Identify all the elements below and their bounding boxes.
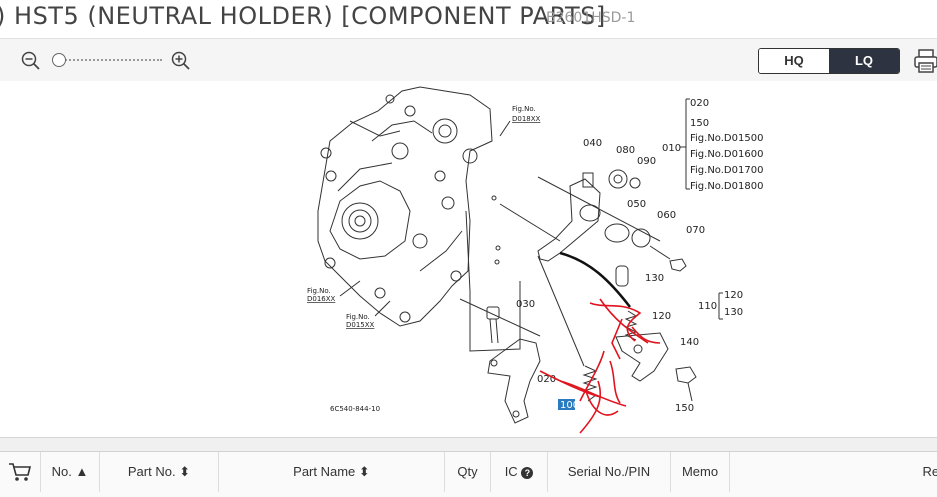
- svg-text:Fig.No.: Fig.No.: [512, 105, 536, 113]
- zoom-slider[interactable]: [52, 53, 162, 67]
- col-part-name[interactable]: Part Name ⬍: [219, 452, 445, 492]
- quality-toggle: HQ LQ: [758, 48, 900, 74]
- col-serial[interactable]: Serial No./PIN: [548, 452, 671, 492]
- sort-icon: ⬍: [179, 464, 191, 479]
- svg-text:6C540-844-10: 6C540-844-10: [330, 405, 380, 413]
- part-label-150[interactable]: 150: [675, 403, 694, 414]
- col-remarks[interactable]: Rem: [922, 464, 937, 479]
- cart-icon[interactable]: [8, 462, 32, 482]
- col-ic[interactable]: IC ?: [491, 452, 548, 492]
- part-label-040[interactable]: 040: [583, 138, 602, 149]
- parts-diagram[interactable]: 040 080 090 010 050 060 070 130 110 120 …: [0, 81, 937, 437]
- zoom-out-icon[interactable]: [21, 51, 41, 71]
- part-label-020[interactable]: 020: [537, 374, 556, 385]
- part-label-120[interactable]: 120: [652, 311, 671, 322]
- svg-text:Fig.No.: Fig.No.: [346, 313, 370, 321]
- help-icon[interactable]: ?: [521, 467, 534, 479]
- group-label-150: 150: [690, 118, 709, 129]
- group-label-020: 020: [690, 98, 709, 109]
- toolbar: HQ LQ: [0, 38, 937, 82]
- svg-text:Fig.No.D01500: Fig.No.D01500: [690, 133, 763, 144]
- part-label-080[interactable]: 080: [616, 145, 635, 156]
- part-label-090[interactable]: 090: [637, 156, 656, 167]
- part-label-110-120: 120: [724, 290, 743, 301]
- sort-asc-icon: ▲: [75, 464, 89, 479]
- part-label-010[interactable]: 010: [662, 143, 681, 154]
- print-icon[interactable]: [913, 48, 937, 74]
- diagram-svg: 040 080 090 010 050 060 070 130 110 120 …: [307, 86, 763, 434]
- svg-text:D018XX: D018XX: [512, 115, 541, 123]
- svg-text:Fig.No.: Fig.No.: [307, 287, 331, 295]
- part-label-110-130: 130: [724, 307, 743, 318]
- part-label-070[interactable]: 070: [686, 225, 705, 236]
- svg-text:Fig.No.D01600: Fig.No.D01600: [690, 149, 763, 160]
- part-label-060[interactable]: 060: [657, 210, 676, 221]
- title-bar: ) HST5 (NEUTRAL HOLDER) [COMPONENT PARTS…: [0, 0, 937, 38]
- panel-divider[interactable]: [0, 437, 937, 452]
- part-label-050[interactable]: 050: [627, 199, 646, 210]
- col-memo[interactable]: Memo: [671, 452, 730, 492]
- part-label-140[interactable]: 140: [680, 337, 699, 348]
- part-label-130[interactable]: 130: [645, 273, 664, 284]
- part-label-110[interactable]: 110: [698, 301, 717, 312]
- diagram-code: B2601HSD-1: [546, 10, 636, 26]
- col-cart: [0, 452, 41, 492]
- col-no[interactable]: No. ▲: [41, 452, 100, 492]
- col-part-no[interactable]: Part No. ⬍: [100, 452, 219, 492]
- parts-table-header: No. ▲ Part No. ⬍ Part Name ⬍ Qty IC ? Se…: [0, 451, 937, 497]
- lq-button[interactable]: LQ: [829, 49, 899, 73]
- part-label-100[interactable]: 100: [560, 400, 579, 411]
- sort-icon: ⬍: [358, 464, 370, 479]
- hq-button[interactable]: HQ: [759, 49, 829, 73]
- svg-text:Fig.No.D01800: Fig.No.D01800: [690, 181, 763, 192]
- svg-text:Fig.No.D01700: Fig.No.D01700: [690, 165, 763, 176]
- zoom-slider-handle[interactable]: [52, 53, 66, 67]
- part-label-030[interactable]: 030: [516, 299, 535, 310]
- svg-text:D015XX: D015XX: [346, 321, 375, 329]
- zoom-slider-track: [58, 59, 162, 63]
- zoom-in-icon[interactable]: [171, 51, 191, 71]
- svg-text:D016XX: D016XX: [307, 295, 336, 303]
- col-qty[interactable]: Qty: [445, 452, 491, 492]
- page-title: ) HST5 (NEUTRAL HOLDER) [COMPONENT PARTS…: [0, 2, 606, 30]
